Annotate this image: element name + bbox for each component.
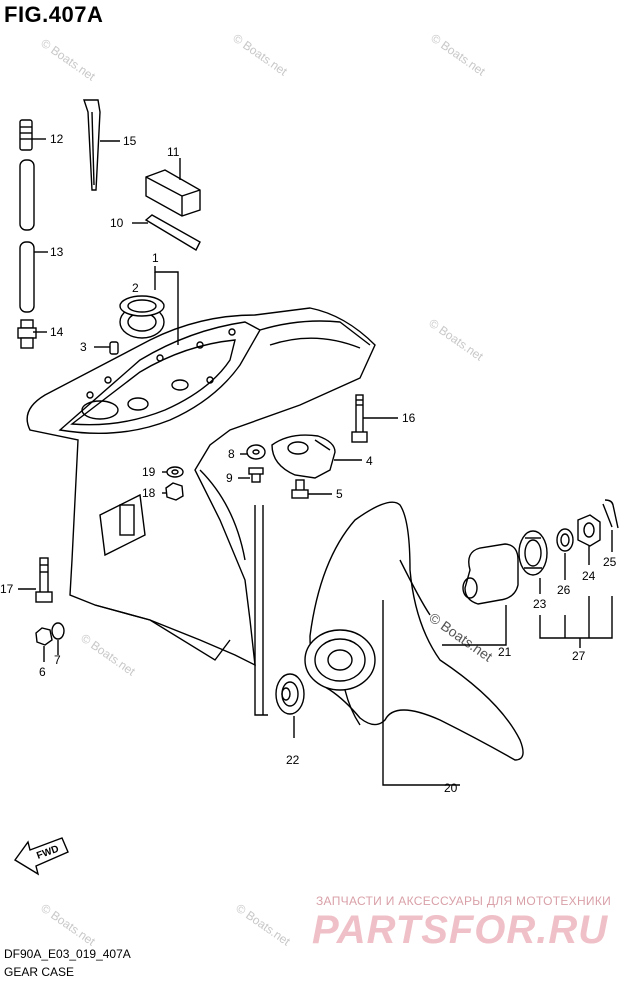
part-6-plug[interactable] (35, 627, 53, 646)
part-3-pin[interactable] (109, 341, 119, 355)
part-20-propeller[interactable] (304, 501, 524, 761)
callout-13: 13 (50, 245, 64, 259)
callout-23: 23 (533, 597, 547, 611)
part-16-bolt[interactable] (351, 394, 368, 443)
part-8-washer[interactable] (246, 444, 266, 460)
part-19-washer[interactable] (166, 466, 184, 478)
shop-tagline-watermark: ЗАПЧАСТИ И АКСЕССУАРЫ ДЛЯ МОТОТЕХНИКИ (316, 894, 612, 908)
part-4-trim-tab[interactable] (271, 434, 336, 479)
callout-15: 15 (123, 134, 137, 148)
callout-10: 10 (110, 216, 124, 230)
callout-6: 6 (39, 665, 46, 679)
part-24-nut[interactable] (577, 514, 601, 547)
callout-19: 19 (142, 465, 156, 479)
callout-12: 12 (50, 132, 64, 146)
leader-lines (18, 138, 613, 786)
part-10-plate[interactable] (144, 214, 201, 251)
callout-17: 17 (0, 582, 14, 596)
callout-numbers: 1 2 3 4 5 6 7 8 9 10 11 12 13 14 15 16 1… (0, 132, 617, 795)
callout-5: 5 (336, 487, 343, 501)
watermark-boats: © Boats.net (233, 901, 293, 949)
part-25-cotter-pin[interactable] (602, 499, 619, 529)
part-26-washer[interactable] (556, 528, 574, 552)
watermark-boats: © Boats.net (38, 36, 98, 84)
part-15-rod[interactable] (83, 99, 101, 191)
callout-9: 9 (226, 471, 233, 485)
part-13-tube[interactable] (19, 159, 35, 313)
callout-26: 26 (557, 583, 571, 597)
figure-code: DF90A_E03_019_407A (4, 947, 131, 961)
part-5-bolt[interactable] (291, 479, 309, 499)
part-12-stud[interactable] (19, 119, 33, 151)
callout-3: 3 (80, 340, 87, 354)
callout-21: 21 (498, 645, 512, 659)
part-9-bolt[interactable] (248, 467, 264, 483)
figure-name: GEAR CASE (4, 965, 75, 979)
callout-14: 14 (50, 325, 64, 339)
part-21-hub[interactable] (462, 543, 519, 605)
part-7-gasket[interactable] (51, 622, 65, 640)
part-17-bolt[interactable] (35, 557, 53, 603)
part-22-seal[interactable] (275, 673, 305, 715)
callout-2: 2 (132, 281, 139, 295)
part-2-bearing[interactable] (119, 295, 165, 339)
part-18-nut[interactable] (165, 482, 184, 501)
callout-18: 18 (142, 486, 156, 500)
part-23-spacer[interactable] (518, 530, 548, 576)
watermark-boats: © Boats.net (230, 31, 290, 79)
shop-brand-watermark: PARTSFOR.RU (312, 908, 609, 952)
watermark-boats: © Boats.net (38, 901, 98, 949)
part-14-fitting[interactable] (17, 319, 37, 349)
callout-16: 16 (402, 411, 416, 425)
part-11-block[interactable] (145, 169, 201, 217)
callout-1: 1 (152, 251, 159, 265)
callout-20: 20 (444, 781, 458, 795)
callout-11: 11 (167, 145, 180, 159)
figure-title: FIG.407A (4, 2, 104, 27)
watermark-boats: © Boats.net (78, 631, 138, 679)
callout-4: 4 (366, 454, 373, 468)
callout-7: 7 (54, 653, 61, 667)
callout-8: 8 (228, 447, 235, 461)
callout-27: 27 (572, 649, 586, 663)
watermark-boats: © Boats.net (426, 316, 486, 364)
callout-24: 24 (582, 569, 596, 583)
fwd-arrow: FWD (13, 837, 69, 876)
callout-22: 22 (286, 753, 300, 767)
watermark-boats: © Boats.net (428, 31, 488, 79)
callout-25: 25 (603, 555, 617, 569)
